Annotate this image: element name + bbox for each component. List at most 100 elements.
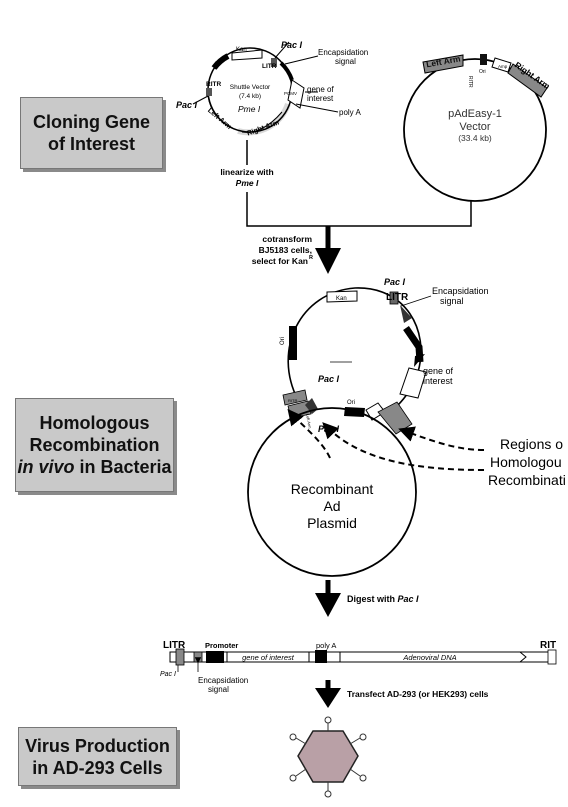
shuttle-vector-diagram: Shuttle Vector (7.4 kb) Kan Ori LITR RIT… xyxy=(176,40,368,137)
cotransform-superscript: R xyxy=(309,255,313,261)
shuttle-right-arm xyxy=(241,111,283,133)
shuttle-goi-block xyxy=(287,79,305,109)
padeasy-vector-diagram: Left Arm Ori Amp Right Arm RITR pAdEasy-… xyxy=(403,53,552,202)
shuttle-goi-label: gene of xyxy=(307,85,334,94)
padeasy-left-arm-block xyxy=(422,54,464,74)
plasmid-label-3: Plasmid xyxy=(307,515,357,531)
recombinant-plasmid-circle xyxy=(247,407,417,577)
recomb-ori-label: Ori xyxy=(280,337,286,345)
plasmid-label-2: Ad xyxy=(323,498,340,514)
step-prod-line1: Virus Production xyxy=(25,735,170,756)
step-cloning-line2: of Interest xyxy=(47,134,135,154)
recomb-left-arm-label: Left Arm xyxy=(305,413,313,429)
recomb-kan-arrow xyxy=(326,290,358,303)
step-box-production: Virus Production in AD-293 Cells xyxy=(18,727,177,786)
linear-goi-block xyxy=(226,651,310,663)
shuttle-ori-label: Ori xyxy=(213,61,221,71)
padeasy-name: pAdEasy-1 xyxy=(448,108,502,120)
main-arrow-1-head xyxy=(315,248,341,274)
recombination-diagram: Pac I LITR Encapsidation signal Kan Ori … xyxy=(247,277,566,577)
linear-polya-block xyxy=(315,650,327,663)
padeasy-ori-block xyxy=(480,54,487,65)
linear-encap-label: Encapsidation xyxy=(198,676,248,685)
linear-adeno-label: Adenoviral DNA xyxy=(402,653,456,662)
shuttle-ori-block xyxy=(211,53,230,70)
recomb-goi-label: gene of xyxy=(423,366,454,376)
linearize-line1: linearize with xyxy=(220,167,273,177)
recomb-pac1-mid: Pac I xyxy=(318,374,340,384)
shuttle-litr-label: LITR xyxy=(262,63,277,70)
shuttle-name: Shuttle Vector xyxy=(230,84,271,91)
recomb-ori2-label: Ori xyxy=(347,400,355,406)
merge-connector xyxy=(246,192,472,227)
recomb-encap-label2: signal xyxy=(440,296,464,306)
linear-encap-block xyxy=(193,651,203,663)
padeasy-ori-label: Ori xyxy=(479,69,486,75)
recomb-right-arm-block xyxy=(377,401,413,435)
linear-polya-label: poly A xyxy=(316,641,336,650)
shuttle-ritr-block xyxy=(206,88,212,96)
shuttle-goi-label2: interest xyxy=(307,94,334,103)
recomb-encap-block xyxy=(400,305,412,323)
shuttle-pac1-top: Pac I xyxy=(281,40,303,50)
shuttle-pcmv-label: PCMV xyxy=(284,91,297,96)
linear-goi-label: gene of interest xyxy=(242,653,295,662)
homology-arrow-1 xyxy=(398,426,485,451)
virion-fibers xyxy=(289,716,367,798)
linear-construct: LITR RIT Promoter gene of interest poly … xyxy=(160,640,557,694)
linear-adeno-block xyxy=(339,651,527,663)
step-recomb-line1: Homologous xyxy=(39,413,150,433)
recomb-pac1-top: Pac I xyxy=(384,277,406,287)
padeasy-circle xyxy=(403,58,547,202)
regions-label-1: Regions o xyxy=(500,436,563,452)
step-box-recombination: Homologous Recombination in vivo in Bact… xyxy=(15,398,174,492)
shuttle-right-arm-label: Right Arm xyxy=(246,119,280,137)
recomb-ritr-label: RITR xyxy=(288,398,297,403)
step-recomb-line3-rest: in Bacteria xyxy=(74,457,172,477)
digest-label: Digest with Pac I xyxy=(347,594,419,604)
padeasy-size: (33.4 kb) xyxy=(458,133,492,143)
regions-label-3: Recombinati xyxy=(488,472,566,488)
linear-promoter-label: Promoter xyxy=(205,641,238,650)
plasmid-label-1: Recombinant xyxy=(291,481,374,497)
step-box-cloning: Cloning Gene of Interest xyxy=(20,97,163,169)
step-recomb-line3: in vivo in Bacteria xyxy=(17,456,171,478)
recomb-ori-block xyxy=(289,326,297,360)
shuttle-kan-arrow xyxy=(231,49,263,61)
recomb-pac1-low: Pac I xyxy=(318,424,340,434)
padeasy-ritr-label: RITR xyxy=(467,76,473,88)
shuttle-polya-label: poly A xyxy=(339,108,361,117)
shuttle-size: (7.4 kb) xyxy=(239,93,261,100)
shuttle-litr-block xyxy=(271,58,277,67)
recomb-litr-block xyxy=(389,291,399,305)
linear-promoter-block xyxy=(206,651,224,663)
recomb-goi-block xyxy=(399,367,427,399)
recomb-ritr-block xyxy=(282,389,308,406)
transfect-label: Transfect AD-293 (or HEK293) cells xyxy=(347,689,489,699)
recomb-goi-label2: interest xyxy=(423,376,453,386)
main-arrow-2-head xyxy=(315,593,341,617)
linear-encap-label2: signal xyxy=(208,685,229,694)
linear-litr-label: LITR xyxy=(163,640,186,651)
padeasy-amp-label: Amp xyxy=(498,64,508,69)
shuttle-encap-label2: signal xyxy=(335,57,356,66)
padeasy-right-arm-block xyxy=(507,63,548,98)
shuttle-encap-label: Encapsidation xyxy=(318,48,368,57)
homology-arrow-3 xyxy=(287,408,331,459)
recomb-litr-label: LITR xyxy=(386,292,409,303)
virion-capsid xyxy=(297,730,359,783)
linear-ritr-label: RIT xyxy=(540,640,556,651)
homology-arrow-2 xyxy=(322,422,485,471)
recomb-kan-label: Kan xyxy=(336,296,347,302)
cotransform-line3: select for Kan xyxy=(252,256,308,266)
cotransform-line2: BJ5183 cells, xyxy=(259,245,312,255)
step-recomb-line2: Recombination xyxy=(29,435,160,455)
recomb-encap-label: Encapsidation xyxy=(432,286,489,296)
shuttle-encap-block xyxy=(279,61,294,81)
linearize-line2: Pme I xyxy=(236,178,259,188)
step-recomb-line3-italic: in vivo xyxy=(17,457,75,477)
linear-ritr-block xyxy=(547,649,557,665)
cotransform-line1: cotransform xyxy=(262,234,312,244)
padeasy-name2: Vector xyxy=(459,121,491,133)
